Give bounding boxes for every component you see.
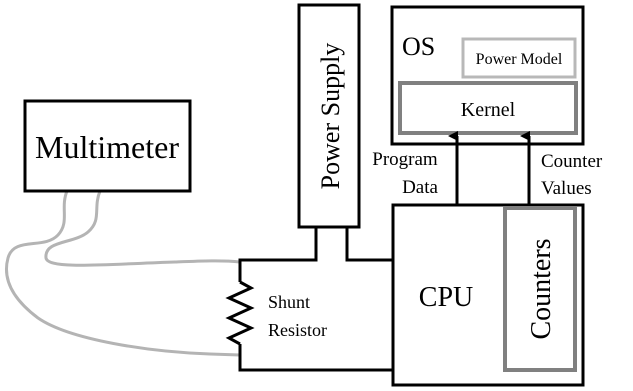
counter-values-label-line1: Counter — [541, 151, 603, 172]
program-data-label-line1: Program — [372, 149, 438, 170]
multimeter-label: Multimeter — [35, 129, 179, 165]
kernel-label: Kernel — [461, 99, 516, 121]
power-supply-left-lead — [238, 227, 318, 282]
ground-return-lead — [238, 344, 393, 372]
power-model-label: Power Model — [476, 51, 563, 68]
kernel-box — [398, 81, 578, 135]
os-label: OS — [402, 32, 435, 61]
multimeter-box — [23, 99, 192, 193]
probe-wire-left — [5, 190, 241, 357]
counters-box — [503, 206, 577, 372]
shunt-label-line1: Shunt — [268, 292, 310, 312]
power-model-box — [461, 37, 577, 79]
power-supply-label: Power Supply — [316, 43, 345, 190]
power-supply-right-lead — [345, 227, 393, 262]
cpu-label: CPU — [419, 282, 473, 313]
counters-label: Counters — [526, 238, 557, 339]
shunt-label-line2: Resistor — [268, 320, 327, 340]
shunt-resistor-zigzag — [225, 280, 255, 346]
counter-values-label-line2: Values — [541, 178, 592, 199]
probe-wire-right — [44, 190, 241, 267]
power-supply-box — [297, 3, 361, 229]
program-data-label-line2: Data — [402, 177, 438, 198]
